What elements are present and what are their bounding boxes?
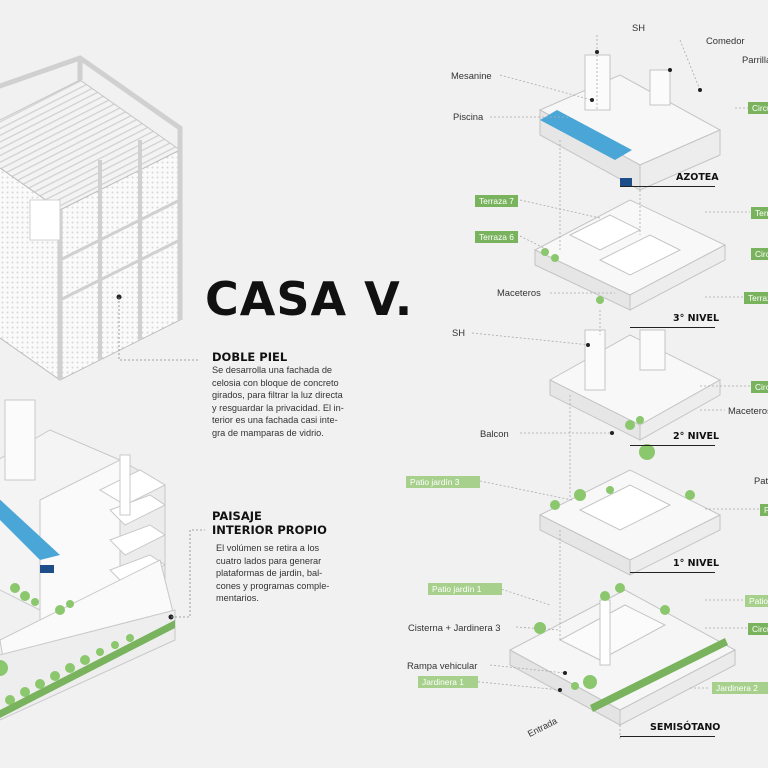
tag-jardinera-1: Jardinera 1 bbox=[418, 676, 478, 688]
tag-circulacion-2: Circulación bbox=[751, 381, 768, 393]
double-skin-frame bbox=[0, 55, 183, 381]
label-mesanine: Mesanine bbox=[451, 70, 492, 81]
level-title-1: 1° NIVEL bbox=[673, 558, 720, 569]
level-underline bbox=[630, 445, 715, 446]
pool-right bbox=[540, 110, 632, 160]
level-semisotano bbox=[508, 589, 737, 726]
label-maceteros-right: Maceteros bbox=[728, 405, 768, 416]
planters-left bbox=[0, 583, 134, 705]
tag-circulacion-3: Circulación bbox=[751, 248, 768, 260]
label-comedor: Comedor bbox=[706, 35, 745, 46]
paisaje-heading: PAISAJE INTERIOR PROPIO bbox=[212, 509, 327, 537]
tag-jardinera-2: Jardinera 2 bbox=[712, 682, 768, 694]
label-parrilla: Parrilla bbox=[742, 54, 768, 65]
label-cisterna: Cisterna + Jardinera 3 bbox=[408, 622, 501, 633]
tag-circulacion-azotea: Circulación bbox=[748, 102, 768, 114]
doble-piel-body: Se desarrolla una fachada de celosia con… bbox=[212, 365, 344, 438]
level-title-2: 2° NIVEL bbox=[673, 431, 720, 442]
tag-terraza-7: Terraza 7 bbox=[475, 195, 518, 207]
label-piscina: Piscina bbox=[453, 111, 484, 122]
label-balcon: Balcon bbox=[480, 428, 509, 439]
level-underline bbox=[620, 186, 715, 187]
tag-terraza-6: Terraza 6 bbox=[475, 231, 518, 243]
level-title-3: 3° NIVEL bbox=[673, 313, 720, 324]
tag-patio-jardin-3: Patio jardín 3 bbox=[406, 476, 480, 488]
label-sh-mid: SH bbox=[452, 327, 466, 338]
level-title-semisotano: SEMISÓTANO bbox=[650, 722, 721, 733]
level-2 bbox=[548, 329, 722, 441]
label-rampa: Rampa vehicular bbox=[407, 660, 478, 671]
building-block bbox=[0, 399, 176, 721]
level-underline bbox=[630, 327, 715, 328]
level-1 bbox=[538, 469, 722, 576]
level-underline bbox=[620, 736, 715, 737]
tag-terraza-right-2: Terraza bbox=[744, 292, 768, 304]
level-underline bbox=[630, 572, 715, 573]
label-maceteros-left: Maceteros bbox=[497, 287, 541, 298]
tag-patio-right-1: Patio bbox=[760, 504, 768, 516]
pool-left bbox=[0, 499, 60, 560]
tag-circulacion-s: Circulación bbox=[748, 623, 768, 635]
tag-terraza-right-1: Terraza bbox=[751, 207, 768, 219]
level-title-azotea: AZOTEA bbox=[676, 172, 719, 183]
tag-patio-right-s: Patio bbox=[745, 595, 768, 607]
paisaje-body: El volúmen se retira a los cuatro lados … bbox=[216, 543, 330, 603]
level-3 bbox=[533, 199, 727, 311]
doble-piel-heading: DOBLE PIEL bbox=[212, 350, 288, 364]
tag-patio-jardin-1: Patio jardín 1 bbox=[428, 583, 502, 595]
label-sh-top: SH bbox=[632, 22, 646, 33]
page-title: CASA V. bbox=[205, 272, 414, 326]
label-patio-right: Pat bbox=[754, 475, 768, 486]
